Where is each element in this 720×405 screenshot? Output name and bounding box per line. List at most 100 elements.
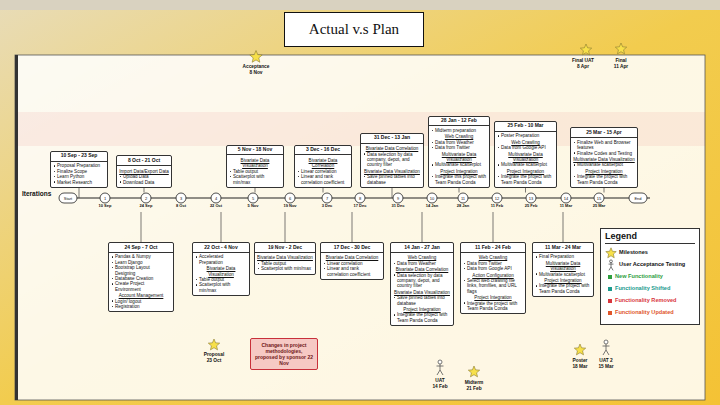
task-item: Login/ logout	[109, 299, 173, 304]
legend-row: User Acceptance Testing	[605, 259, 695, 271]
figure-body	[606, 344, 607, 350]
leader-line	[255, 188, 256, 193]
milestone-label: 18 Mar	[572, 365, 587, 370]
change-note-box: Changes in project methodologies, propos…	[250, 338, 318, 370]
milestone-star	[615, 43, 626, 54]
section-heading: Bivariate Data Visualization	[361, 168, 423, 174]
section-heading: Web Crawling	[495, 139, 556, 145]
milestone-label: Acceptance	[243, 65, 270, 70]
milestone-star	[574, 344, 585, 355]
task-item: Finalize Codes and Testing	[571, 151, 637, 156]
sky-band	[0, 0, 720, 10]
iteration-circle	[561, 193, 571, 203]
milestone-label: UAT	[435, 379, 445, 384]
task-item: Data selection by data company, depot, a…	[361, 152, 423, 168]
task-item: Data from Twitter	[461, 261, 525, 266]
leader-line	[285, 212, 286, 242]
date-heading: 24 Sep - 7 Oct	[109, 243, 173, 253]
leader-line	[604, 188, 605, 193]
iteration-box: 24 Sep - 7 OctPandas & NumpyLearn Django…	[108, 242, 174, 312]
iteration-number: 11	[461, 196, 465, 201]
leader-line	[563, 212, 564, 242]
content-panel	[15, 55, 705, 400]
iteration-number: End	[634, 196, 641, 201]
iteration-box: 5 Nov - 18 NovBivariate Data Visualizati…	[226, 145, 284, 188]
date-heading: 28 Jan - 12 Feb	[429, 117, 489, 127]
milestone-star	[468, 366, 479, 377]
panel-edge	[15, 55, 18, 400]
iteration-number: 10	[430, 196, 434, 201]
task-item: Integrate this project with Team Panda C…	[429, 174, 489, 185]
figure-arms	[609, 263, 614, 264]
task-item: Download Data	[117, 180, 171, 185]
milestone-label: 8 Nov	[249, 71, 262, 76]
milestone-star	[606, 248, 616, 258]
legend-text: User Acceptance Testing	[619, 262, 685, 268]
section-heading: Import Data/Export Data	[117, 168, 171, 174]
legend-swatch	[608, 311, 612, 315]
iteration-box: 3 Dec - 16 DecBivariate Data Correlation…	[294, 145, 352, 188]
legend-box: LegendMilestonesUser Acceptance TestingN…	[600, 228, 700, 325]
date-heading: 14 Jan - 27 Jan	[391, 243, 453, 253]
iteration-number: 1	[104, 196, 106, 201]
task-item: Integrate the project with Team Panda Co…	[461, 301, 525, 312]
task-item: Save pinned tables into database	[391, 295, 453, 306]
iteration-date: 5 Nov	[248, 204, 259, 208]
iteration-date: 10 Sep	[99, 204, 112, 208]
iteration-circle	[355, 193, 365, 203]
task-item: Learn Python	[51, 174, 107, 179]
figure-arms	[437, 366, 444, 367]
leader-line	[493, 212, 494, 242]
legend-icon	[605, 259, 617, 271]
task-item: Finalize Scope	[51, 169, 107, 174]
legend-row: Functionality Updated	[605, 307, 695, 319]
milestone-label: Poster	[573, 359, 588, 364]
legend-text: Functionality Updated	[615, 310, 674, 316]
legend-title: Legend	[605, 231, 695, 244]
section-heading: Project Integration	[429, 168, 489, 174]
milestone-star	[208, 339, 219, 350]
iteration-circle	[393, 193, 403, 203]
iteration-box: 10 Sep - 23 SepProposal PreparationFinal…	[50, 151, 108, 188]
iteration-date: 22 Oct	[210, 204, 222, 208]
leader-line	[525, 188, 526, 193]
iteration-date: 3 Dec	[322, 204, 333, 208]
iteration-box: 17 Dec - 30 DecBivariate Data Correlatio…	[320, 242, 384, 280]
task-item: Proposal Preparation	[51, 163, 107, 168]
iteration-date: 19 Nov	[283, 204, 296, 208]
task-item: Scatterplot with min/max	[227, 174, 283, 185]
date-heading: 31 Dec - 13 Jan	[361, 134, 423, 144]
uat-figure	[603, 340, 610, 355]
milestone-label: 8 Apr	[577, 65, 589, 70]
section-heading: Bivariate Data Visualization	[193, 265, 249, 277]
task-item: Registration	[109, 304, 173, 309]
section-heading: Bivariate Data Correlation	[295, 157, 351, 169]
date-heading: 11 Mar - 24 Mar	[533, 243, 593, 253]
task-item: Data from Google API	[461, 266, 525, 271]
figure-legs	[609, 267, 613, 271]
task-item: Finalize Web and Browser features	[571, 140, 637, 151]
section-heading: Web Crawling	[461, 254, 525, 260]
milestone-label: Final UAT	[572, 59, 594, 64]
iteration-circle	[248, 193, 258, 203]
leader-line	[323, 188, 324, 193]
date-heading: 10 Sep - 23 Sep	[51, 152, 107, 162]
leader-line	[221, 212, 222, 242]
date-heading: 25 Mar - 15 Apr	[571, 128, 637, 138]
legend-icon	[605, 247, 617, 259]
iteration-box: 28 Jan - 12 FebMidterm preparationWeb Cr…	[428, 116, 490, 188]
uat-figure	[437, 360, 444, 375]
figure-arms	[603, 346, 610, 347]
task-item: Pandas & Numpy	[109, 254, 173, 259]
date-heading: 22 Oct - 4 Nov	[193, 243, 249, 253]
task-item: Table output	[227, 169, 283, 174]
date-heading: 25 Feb - 10 Mar	[495, 122, 556, 132]
iteration-box: 11 Mar - 24 MarFinal PreparationMultivar…	[532, 242, 594, 297]
iteration-circle	[100, 193, 110, 203]
date-heading: 19 Nov - 2 Dec	[255, 243, 315, 253]
section-heading: Bivariate Data Correlation	[391, 266, 453, 272]
iteration-date: 17 Dec	[354, 204, 367, 208]
milestone-label: Proposal	[204, 353, 225, 358]
note-text: Changes in project methodologies, propos…	[254, 342, 314, 366]
iteration-box: 25 Feb - 10 MarPoster PreparationWeb Cra…	[494, 121, 557, 188]
